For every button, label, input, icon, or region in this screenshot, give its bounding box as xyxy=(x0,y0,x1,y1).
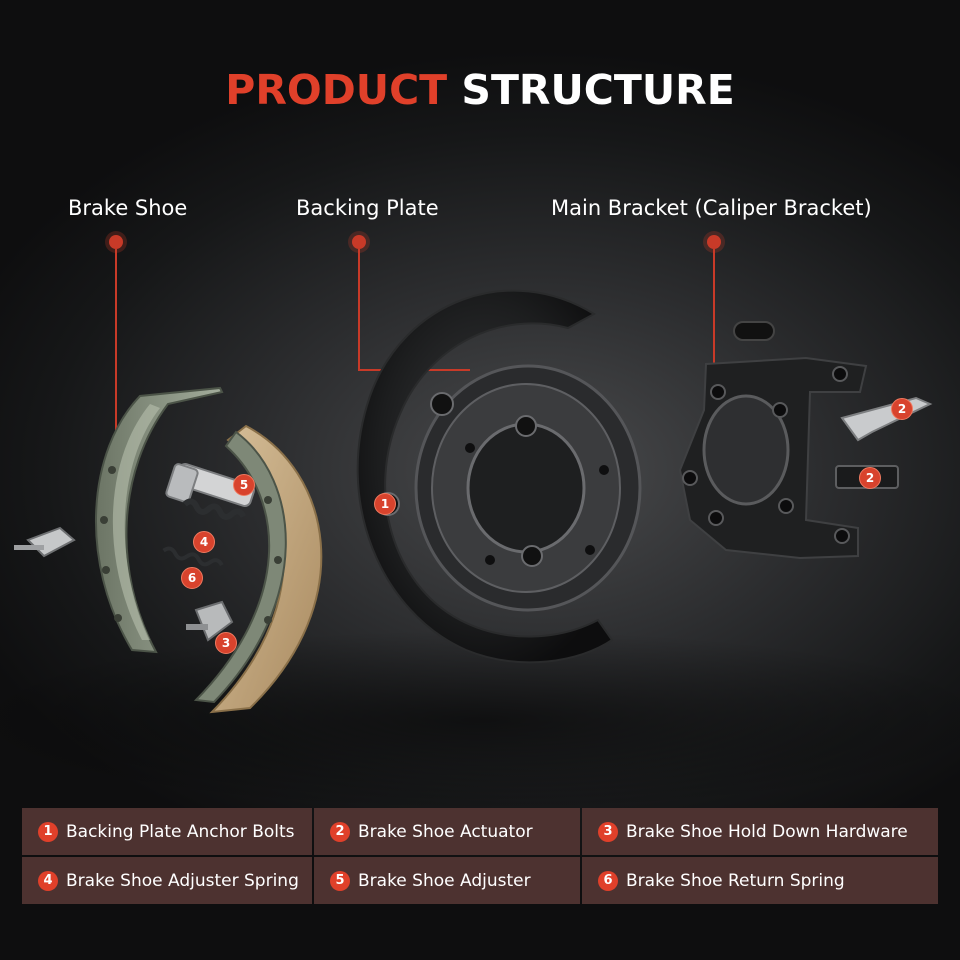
legend-item-3: 3 Brake Shoe Hold Down Hardware xyxy=(582,808,938,855)
backing-plate-illustration xyxy=(356,289,642,664)
legend-item-label: Brake Shoe Return Spring xyxy=(626,870,845,891)
floor-shadow xyxy=(0,560,960,820)
badge-2-actuator: 2 xyxy=(891,398,913,420)
title-part1: PRODUCT xyxy=(225,66,448,114)
legend-item-label: Brake Shoe Hold Down Hardware xyxy=(626,821,908,842)
page-title: PRODUCT STRUCTURE xyxy=(0,66,960,114)
legend-number-badge: 3 xyxy=(598,821,618,842)
callout-main-bracket-dot xyxy=(707,235,721,249)
legend-number-badge: 4 xyxy=(38,870,58,891)
legend-number-badge: 2 xyxy=(330,821,350,842)
caliper-bracket-illustration xyxy=(678,321,933,560)
legend-item-4: 4 Brake Shoe Adjuster Spring xyxy=(22,857,312,904)
badge-4: 4 xyxy=(193,531,215,553)
badge-1: 1 xyxy=(374,493,396,515)
callout-backing-plate-dot xyxy=(352,235,366,249)
parts-illustration xyxy=(14,289,933,714)
callout-brake-shoe-line xyxy=(115,249,117,477)
callout-brake-shoe-label: Brake Shoe xyxy=(68,196,188,220)
legend-number-badge: 5 xyxy=(330,870,350,891)
legend-item-5: 5 Brake Shoe Adjuster xyxy=(314,857,580,904)
callout-backing-plate-line xyxy=(358,249,360,370)
badge-2-hardware: 2 xyxy=(859,467,881,489)
callout-brake-shoe-dot xyxy=(109,235,123,249)
legend-item-label: Backing Plate Anchor Bolts xyxy=(66,821,295,842)
legend-item-label: Brake Shoe Adjuster Spring xyxy=(66,870,299,891)
legend-item-2: 2 Brake Shoe Actuator xyxy=(314,808,580,855)
callout-backing-plate-label: Backing Plate xyxy=(296,196,439,220)
legend-number-badge: 1 xyxy=(38,821,58,842)
parts-legend: 1 Backing Plate Anchor Bolts 2 Brake Sho… xyxy=(22,808,938,904)
legend-number-badge: 6 xyxy=(598,870,618,891)
callout-main-bracket-label: Main Bracket (Caliper Bracket) xyxy=(551,196,872,220)
legend-item-6: 6 Brake Shoe Return Spring xyxy=(582,857,938,904)
badge-6: 6 xyxy=(181,567,203,589)
badge-3: 3 xyxy=(215,632,237,654)
brake-shoe-illustration xyxy=(14,386,323,714)
badge-5: 5 xyxy=(233,474,255,496)
legend-item-label: Brake Shoe Actuator xyxy=(358,821,533,842)
legend-item-label: Brake Shoe Adjuster xyxy=(358,870,531,891)
callout-main-bracket-line xyxy=(713,249,715,409)
legend-item-1: 1 Backing Plate Anchor Bolts xyxy=(22,808,312,855)
title-part2: STRUCTURE xyxy=(461,66,735,114)
